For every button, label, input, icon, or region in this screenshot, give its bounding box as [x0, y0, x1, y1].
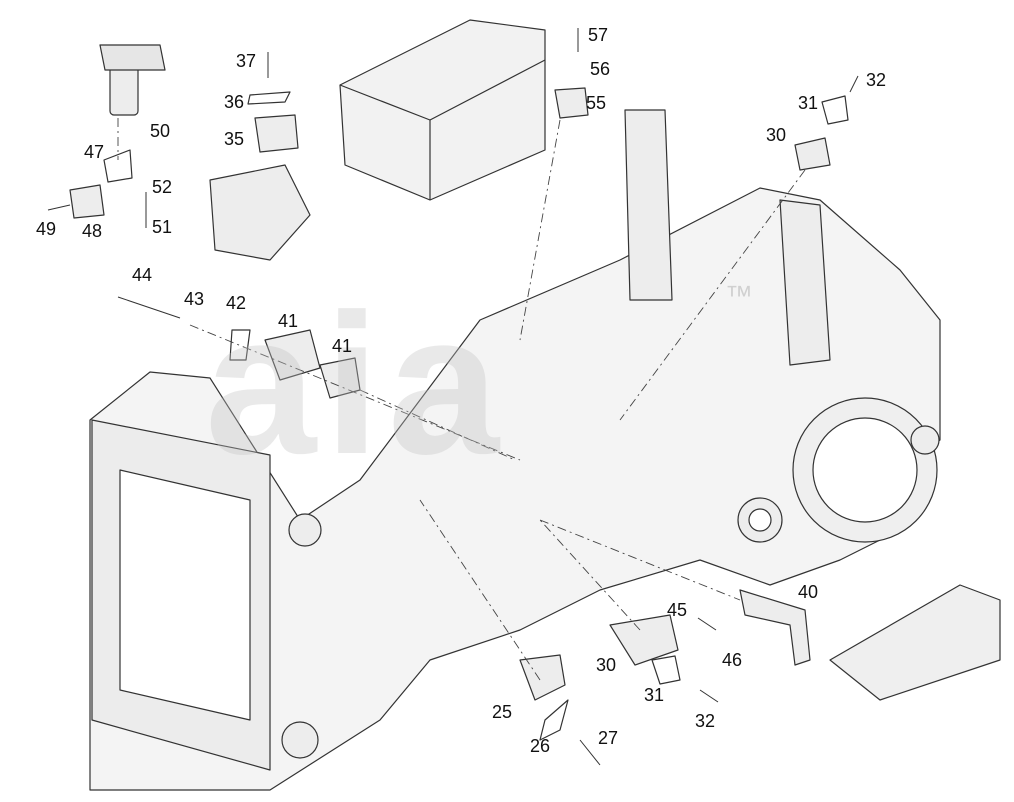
callout-label: 42	[226, 293, 247, 313]
block-30	[609, 614, 679, 666]
bolt-49	[47, 204, 71, 211]
callout-label: 25	[492, 702, 513, 722]
assembly-line	[539, 519, 741, 601]
boss-left	[288, 513, 322, 547]
callout-label: 36	[224, 92, 245, 112]
callout-label: 45	[667, 600, 688, 620]
callout-label: 56	[590, 59, 611, 79]
boss-right	[910, 425, 940, 455]
callout-label: 43	[184, 289, 205, 309]
clamp-55	[554, 87, 589, 119]
assembly-line	[189, 324, 521, 461]
callout-label: 46	[722, 650, 743, 670]
boss-bottom	[281, 721, 319, 759]
clamp-35	[254, 114, 299, 153]
plate-42	[229, 329, 251, 361]
callout-label: 27	[598, 728, 619, 748]
pump-block	[209, 164, 311, 261]
assembly-line	[619, 169, 806, 421]
plate-36	[247, 91, 291, 105]
bolt-44	[117, 296, 181, 319]
bracket-47	[103, 149, 133, 183]
callout-label: 48	[82, 221, 103, 241]
tower	[624, 109, 673, 301]
clamp-30-top	[794, 137, 831, 171]
engine-box	[339, 19, 546, 201]
callout-label: 47	[84, 142, 105, 162]
callout-label: 32	[866, 70, 887, 90]
assembly-line	[359, 389, 516, 461]
block-41a	[264, 329, 321, 381]
bracket-40	[739, 589, 811, 666]
callout-label: 41	[278, 311, 299, 331]
front-box-inner	[119, 469, 251, 721]
callout-label: 31	[644, 685, 665, 705]
block-25	[519, 654, 566, 701]
bolt-32-top	[849, 75, 859, 93]
callout-label: 44	[132, 265, 153, 285]
assembly-line	[539, 519, 641, 631]
bolt-32-low	[699, 689, 719, 703]
callout-label: 51	[152, 217, 173, 237]
callout-label: 50	[150, 121, 171, 141]
callout-label: 30	[766, 125, 787, 145]
clamp-48	[69, 184, 105, 219]
plate-31-top	[821, 95, 849, 125]
callout-label: 35	[224, 129, 245, 149]
callout-label: 26	[530, 736, 551, 756]
assembly-line	[419, 499, 541, 681]
duct	[829, 584, 1001, 701]
plate-26	[539, 699, 569, 741]
bolt-27	[579, 739, 601, 766]
callout-label: 49	[36, 219, 57, 239]
callout-label: 40	[798, 582, 819, 602]
plate-31-low	[651, 655, 681, 685]
callout-label: 57	[588, 25, 609, 45]
tower-arm	[779, 199, 831, 366]
callout-label: 30	[596, 655, 617, 675]
bolt-45	[697, 617, 717, 631]
callout-label: 52	[152, 177, 173, 197]
callout-label: 32	[695, 711, 716, 731]
callout-label: 31	[798, 93, 819, 113]
callout-label: 55	[586, 93, 607, 113]
callout-label: 37	[236, 51, 257, 71]
callout-label: 41	[332, 336, 353, 356]
